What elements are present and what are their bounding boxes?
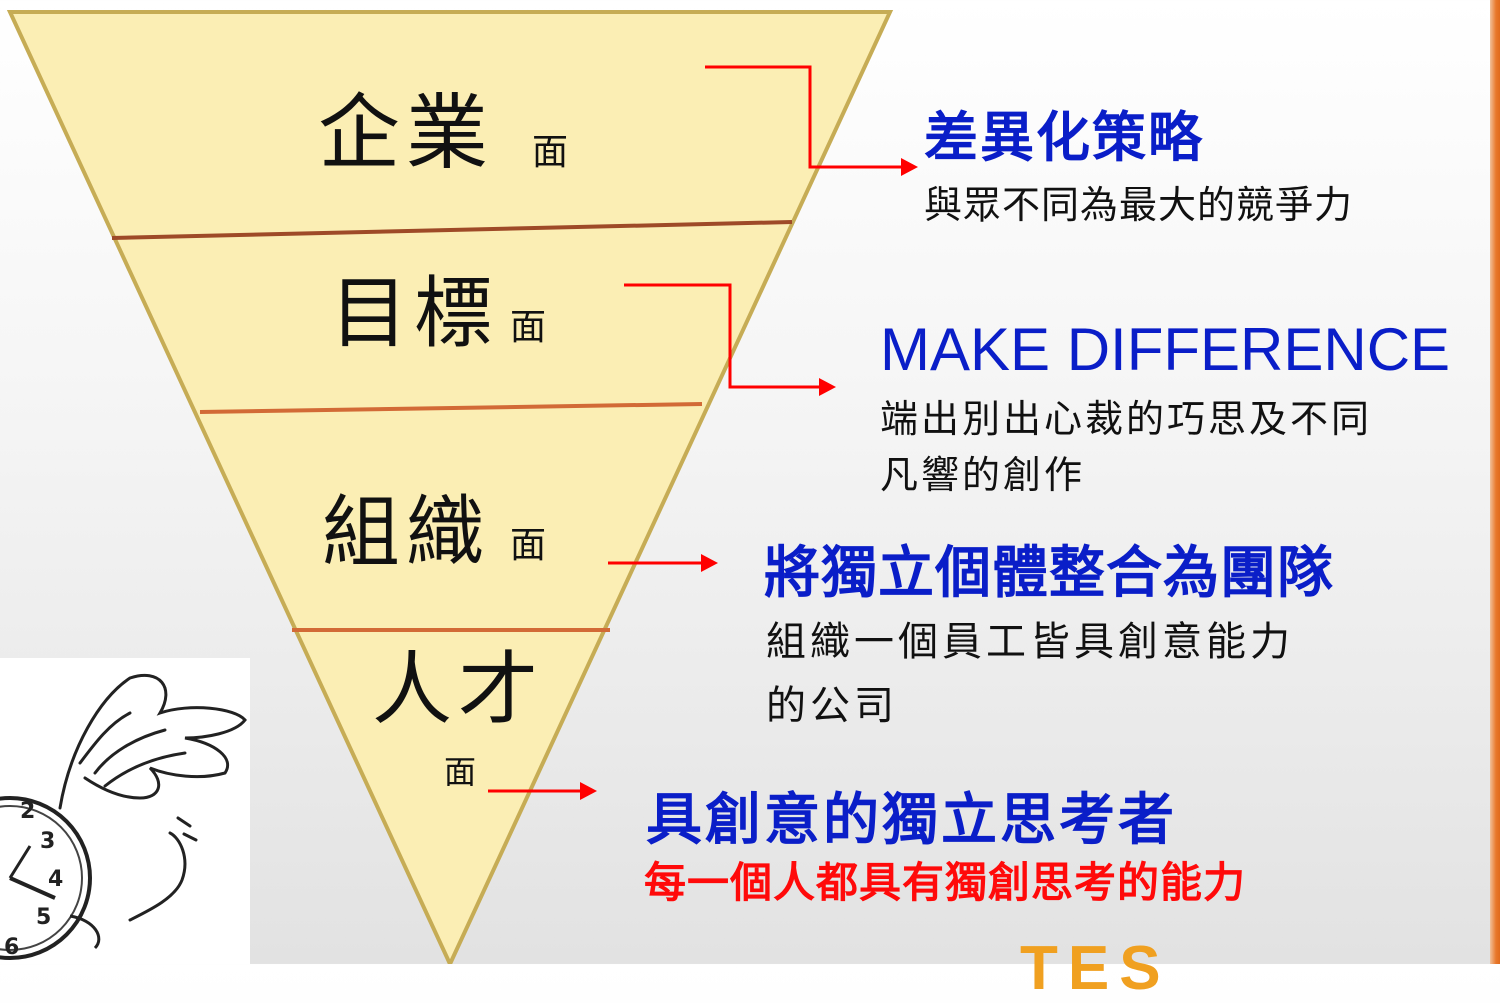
annotation-2-desc-line-2: 凡響的創作 xyxy=(880,453,1086,497)
level-4-label: 人才 xyxy=(372,643,544,736)
divider-1 xyxy=(111,220,793,240)
level-3-suffix: 面 xyxy=(510,525,547,566)
divider-2 xyxy=(199,402,703,414)
pyramid-diagram xyxy=(6,10,918,964)
brand-logo-partial: TES xyxy=(1020,934,1171,1003)
annotation-2-title: MAKE DIFFERENCE xyxy=(880,316,1451,383)
orange-edge-bar xyxy=(1490,0,1500,964)
clock-number: 3 xyxy=(40,829,55,854)
annotation-3-desc-line-2: 的公司 xyxy=(766,683,898,729)
level-3-label: 組織 xyxy=(322,488,491,578)
level-2-suffix: 面 xyxy=(510,307,547,348)
inverted-pyramid xyxy=(6,10,894,964)
clock-number: 4 xyxy=(48,867,63,892)
level-4-suffix: 面 xyxy=(444,753,477,791)
clock-number: 2 xyxy=(20,799,35,824)
annotation-3-desc-line-1: 組織一個員工皆具創意能力 xyxy=(766,619,1294,665)
arrow-head-4 xyxy=(580,782,597,800)
winged-clock-icon: 2 3 4 5 6 xyxy=(0,673,247,960)
annotation-4-desc: 每一個人都具有獨創思考的能力 xyxy=(644,858,1247,907)
level-1-label: 企業 xyxy=(318,86,495,181)
arrow-head-3 xyxy=(701,554,718,572)
level-1-suffix: 面 xyxy=(532,132,569,173)
arrow-head-1 xyxy=(901,158,918,176)
connector-arrow-1 xyxy=(705,65,906,169)
annotation-3-title: 將獨立個體整合為團隊 xyxy=(764,540,1334,606)
level-2-label: 目標 xyxy=(330,269,499,359)
flying-clock-illustration: 2 3 4 5 6 xyxy=(0,658,250,964)
clock-number: 5 xyxy=(36,905,51,930)
annotation-2-desc-line-1: 端出別出心裁的巧思及不同 xyxy=(880,397,1373,441)
arrow-head-2 xyxy=(819,378,836,396)
connector-arrow-2 xyxy=(624,283,824,389)
annotation-1-desc: 與眾不同為最大的競爭力 xyxy=(924,183,1354,227)
annotation-4-title: 具創意的獨立思考者 xyxy=(646,787,1177,853)
clock-number: 6 xyxy=(4,935,19,960)
annotation-1-title: 差異化策略 xyxy=(924,105,1204,169)
